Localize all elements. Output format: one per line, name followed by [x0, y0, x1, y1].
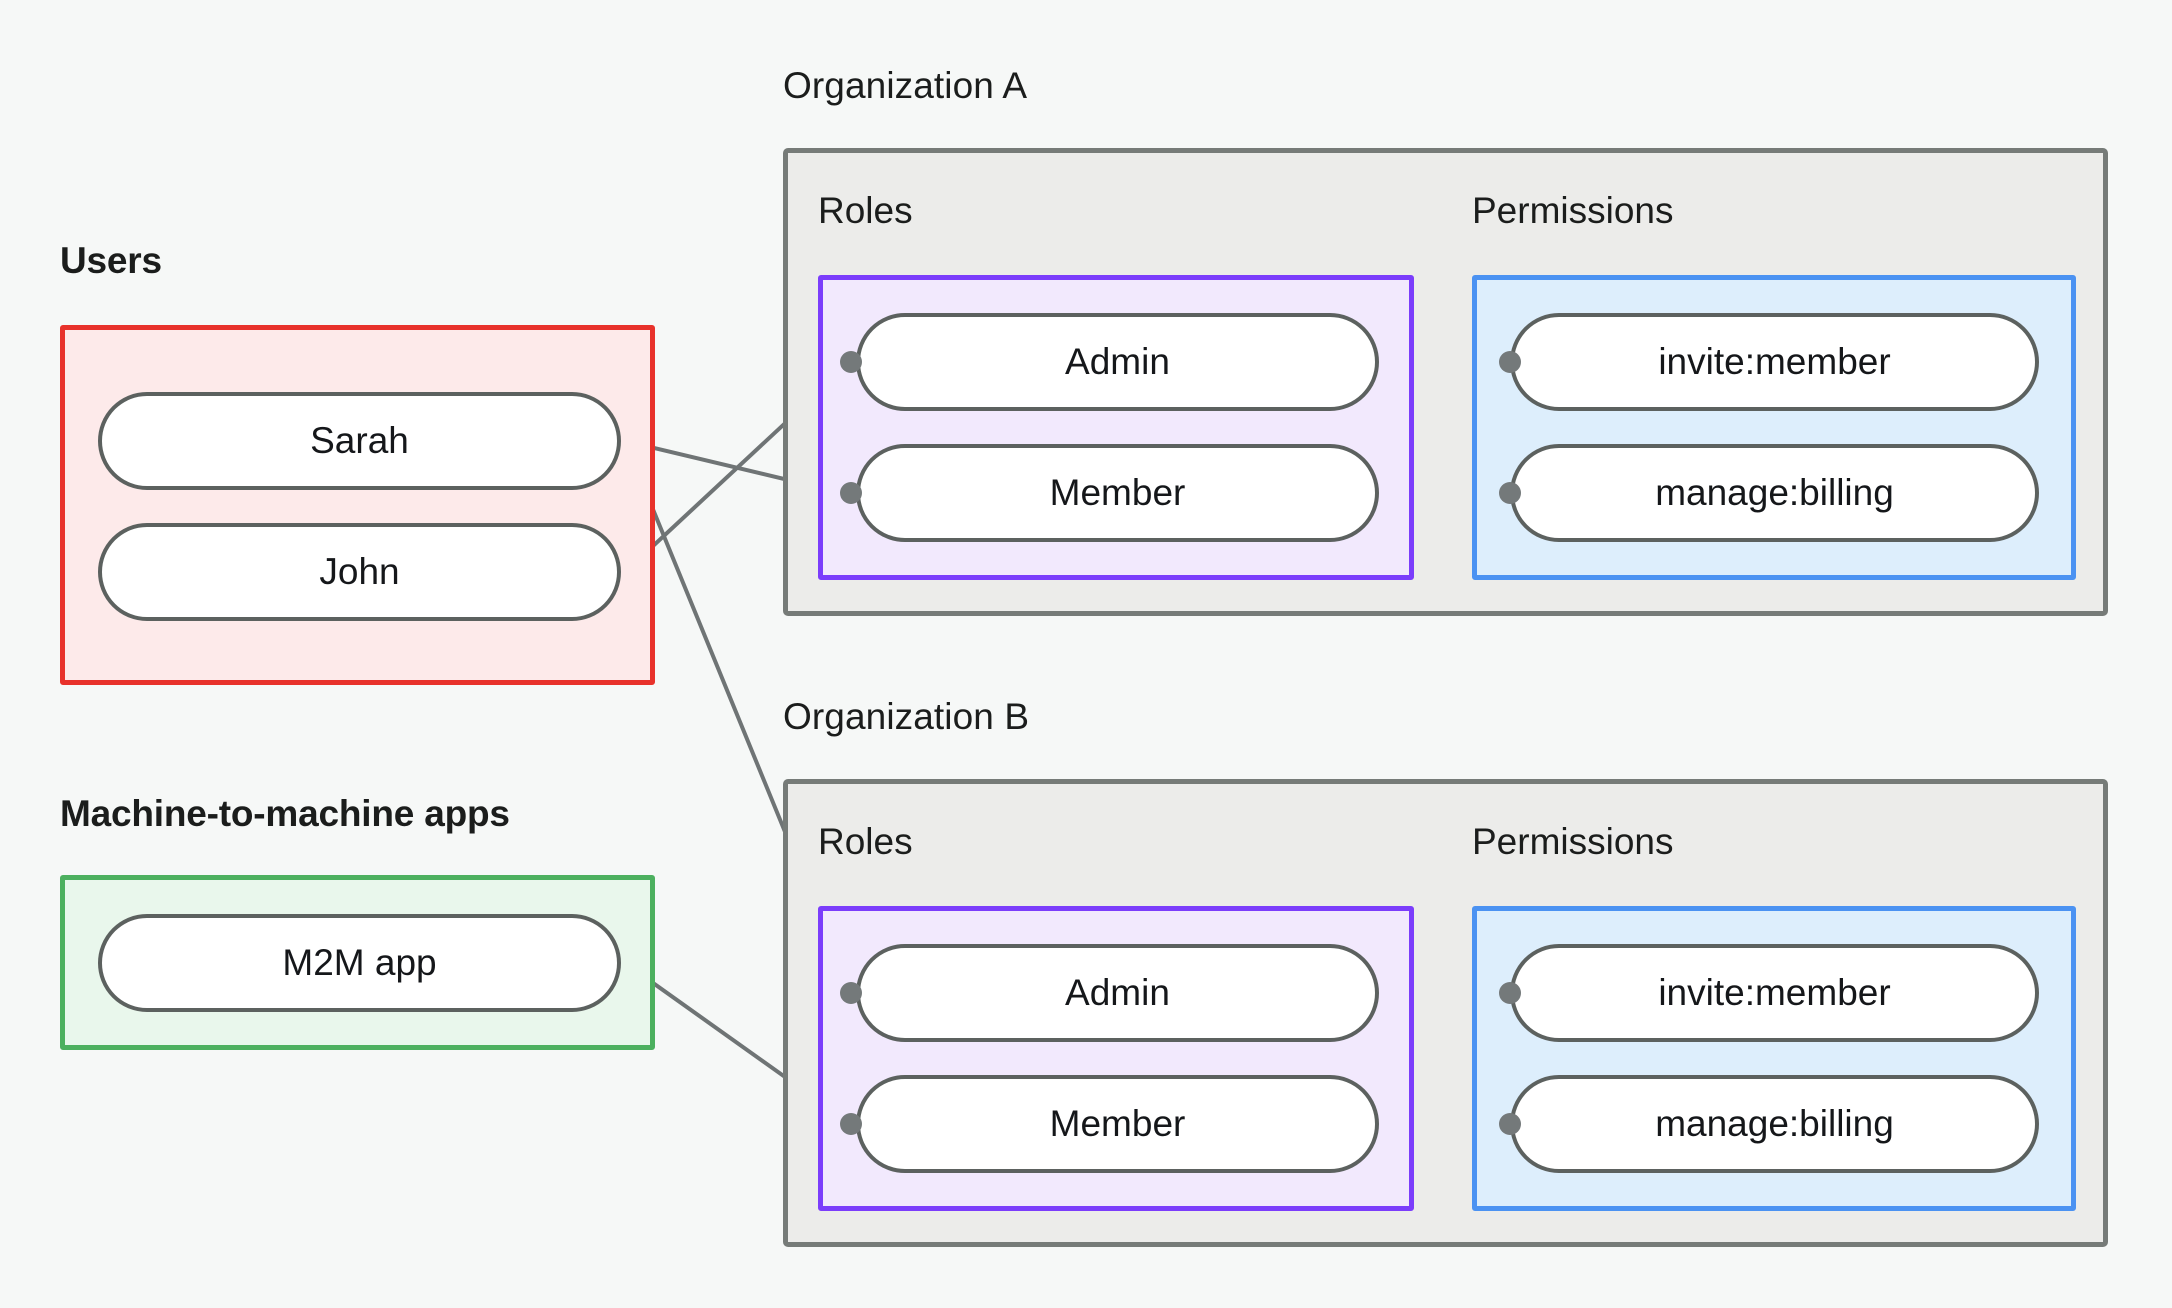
org-a-role-admin-label: Admin	[1065, 341, 1170, 382]
org-a-role-member-label: Member	[1049, 472, 1186, 513]
org-b-permission-invite-anchor-dot	[1499, 982, 1521, 1004]
user-node-john[interactable]: John	[98, 523, 621, 621]
org-b-role-admin-anchor-dot	[840, 982, 862, 1004]
users-group-label: Users	[60, 240, 162, 281]
org-b-role-member-label: Member	[1049, 1103, 1186, 1144]
users-container	[60, 325, 655, 685]
org-a-roles-label: Roles	[818, 190, 913, 231]
org-b-role-admin[interactable]: Admin	[856, 944, 1379, 1042]
org-a-title: Organization A	[783, 65, 1028, 106]
m2m-node-app[interactable]: M2M app	[98, 914, 621, 1012]
org-b-role-admin-label: Admin	[1065, 972, 1170, 1013]
user-node-john-label: John	[319, 551, 400, 592]
org-a-permissions-label: Permissions	[1472, 190, 1674, 231]
org-a-permission-invite-member-label: invite:member	[1658, 341, 1891, 382]
org-b-permission-manage-billing-label: manage:billing	[1655, 1103, 1894, 1144]
org-b-permission-manage-billing[interactable]: manage:billing	[1510, 1075, 2039, 1173]
org-a-role-admin-anchor-dot	[840, 351, 862, 373]
m2m-group-label: Machine-to-machine apps	[60, 793, 510, 834]
org-a-role-member-anchor-dot	[840, 482, 862, 504]
org-b-permission-invite-member-label: invite:member	[1658, 972, 1891, 1013]
org-b-permission-billing-anchor-dot	[1499, 1113, 1521, 1135]
org-b-roles-label: Roles	[818, 821, 913, 862]
user-node-sarah-label: Sarah	[310, 420, 409, 461]
user-node-sarah[interactable]: Sarah	[98, 392, 621, 490]
org-b-permissions-label: Permissions	[1472, 821, 1674, 862]
org-a-role-admin[interactable]: Admin	[856, 313, 1379, 411]
org-b-title: Organization B	[783, 696, 1030, 737]
org-a-permission-manage-billing-label: manage:billing	[1655, 472, 1894, 513]
org-b-permission-invite-member[interactable]: invite:member	[1510, 944, 2039, 1042]
org-a-permission-invite-anchor-dot	[1499, 351, 1521, 373]
org-b-role-member[interactable]: Member	[856, 1075, 1379, 1173]
org-b-role-member-anchor-dot	[840, 1113, 862, 1135]
org-a-role-member[interactable]: Member	[856, 444, 1379, 542]
org-a-permission-manage-billing[interactable]: manage:billing	[1510, 444, 2039, 542]
m2m-node-app-label: M2M app	[282, 942, 437, 983]
org-a-permission-billing-anchor-dot	[1499, 482, 1521, 504]
org-a-permission-invite-member[interactable]: invite:member	[1510, 313, 2039, 411]
